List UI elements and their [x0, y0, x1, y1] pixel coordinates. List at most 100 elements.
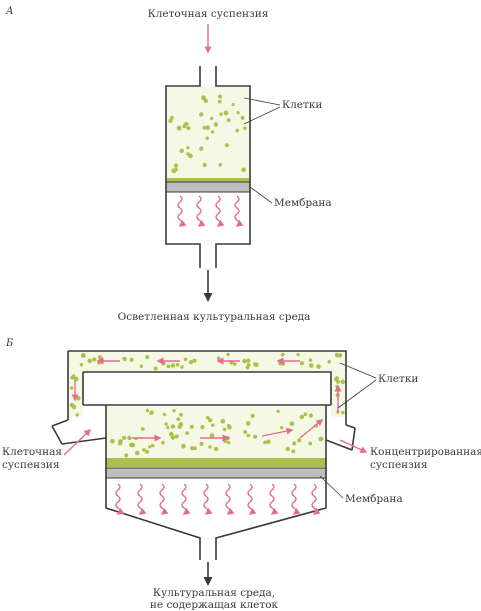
cell — [285, 446, 290, 452]
cell — [218, 94, 222, 99]
cell — [327, 360, 332, 364]
cell — [213, 122, 218, 127]
cell — [216, 356, 221, 361]
cell — [336, 379, 340, 384]
cell — [179, 148, 184, 153]
cell — [161, 440, 165, 445]
membrane-leader — [249, 186, 273, 204]
vessel-wall-right — [215, 66, 251, 268]
cell — [139, 364, 144, 368]
cell-cake-layer — [106, 458, 326, 467]
cell — [308, 413, 313, 418]
permeate-wave-arrow — [137, 483, 147, 515]
cell — [169, 431, 174, 437]
permeate-wave-arrow — [311, 483, 321, 515]
permeate-arrows-b — [115, 483, 321, 515]
cell — [218, 163, 222, 167]
cell — [303, 412, 308, 417]
cell — [76, 395, 81, 401]
panel-a-input-label: Клеточная суспензия — [148, 8, 269, 20]
cells-b-leader-2 — [337, 379, 377, 409]
cell — [253, 434, 258, 439]
cells-leader-2 — [243, 106, 281, 125]
cell — [208, 445, 212, 449]
panel-a-letter: А — [5, 6, 14, 17]
cell — [292, 441, 297, 446]
cell — [316, 364, 321, 369]
panel-b-bottom-label-2: не содержащая клеток — [150, 599, 279, 611]
cell — [222, 427, 227, 432]
cell — [92, 357, 97, 362]
cell — [186, 126, 191, 131]
cell — [208, 418, 213, 423]
cell — [70, 375, 75, 380]
permeate-wave-arrow — [247, 483, 257, 515]
cell — [280, 426, 284, 430]
cell — [243, 430, 248, 434]
cell — [289, 421, 295, 427]
cell — [297, 438, 302, 443]
cell — [184, 121, 189, 126]
cell — [308, 441, 313, 446]
cell — [186, 146, 190, 150]
panel-b-letter: Б — [5, 338, 14, 349]
cell — [200, 425, 205, 430]
cell — [176, 125, 182, 131]
panel-a-output-label: Осветленная культуральная среда — [118, 311, 311, 323]
cell — [246, 358, 251, 363]
cell — [180, 365, 184, 369]
cell — [145, 355, 150, 360]
permeate-arrows — [177, 195, 244, 227]
cell — [183, 357, 188, 362]
cell — [174, 434, 179, 439]
permeate-wave-arrow — [225, 483, 235, 515]
cell — [202, 126, 207, 130]
cell — [243, 126, 247, 131]
cell — [129, 442, 134, 448]
cell — [149, 410, 154, 416]
cell — [308, 358, 313, 362]
cell — [205, 125, 210, 130]
cell — [148, 445, 152, 449]
cell — [226, 423, 231, 428]
cell — [124, 453, 129, 458]
cell — [188, 360, 194, 365]
cell — [97, 355, 103, 360]
permeate-wave-arrow — [181, 483, 191, 515]
cell — [334, 376, 339, 381]
cell — [192, 358, 197, 363]
cell — [280, 352, 285, 357]
chamber-left-wall — [51, 405, 201, 560]
cell — [242, 358, 247, 364]
cell — [224, 143, 229, 148]
flow-arrow — [299, 419, 324, 439]
permeate-wave-arrow — [203, 483, 213, 515]
cell — [227, 440, 231, 445]
cell — [199, 112, 204, 117]
permeate-wave-arrow — [115, 483, 125, 515]
permeate-wave-arrow — [234, 195, 244, 227]
cell — [217, 99, 222, 104]
cell — [177, 424, 182, 429]
loop-outer-wall — [67, 350, 347, 425]
cell — [241, 167, 246, 172]
circulation-arrows — [71, 357, 342, 442]
panel-b-bottom-label-1: Культуральная среда, — [153, 587, 275, 599]
cell — [127, 435, 132, 441]
cell — [185, 431, 190, 435]
permeate-wave-arrow — [159, 483, 169, 515]
cell — [87, 358, 93, 364]
cell — [140, 427, 145, 431]
flow-arrow — [261, 427, 294, 437]
cell — [209, 116, 214, 121]
cell — [263, 440, 267, 445]
permeate-wave-arrow — [269, 483, 279, 515]
cell — [205, 416, 210, 420]
cell — [250, 413, 255, 418]
cell — [175, 363, 180, 367]
cell — [266, 439, 271, 444]
cell — [188, 153, 193, 159]
permeate-wave-arrow — [177, 195, 187, 227]
panel-b-output-label-2: суспензия — [370, 459, 428, 471]
